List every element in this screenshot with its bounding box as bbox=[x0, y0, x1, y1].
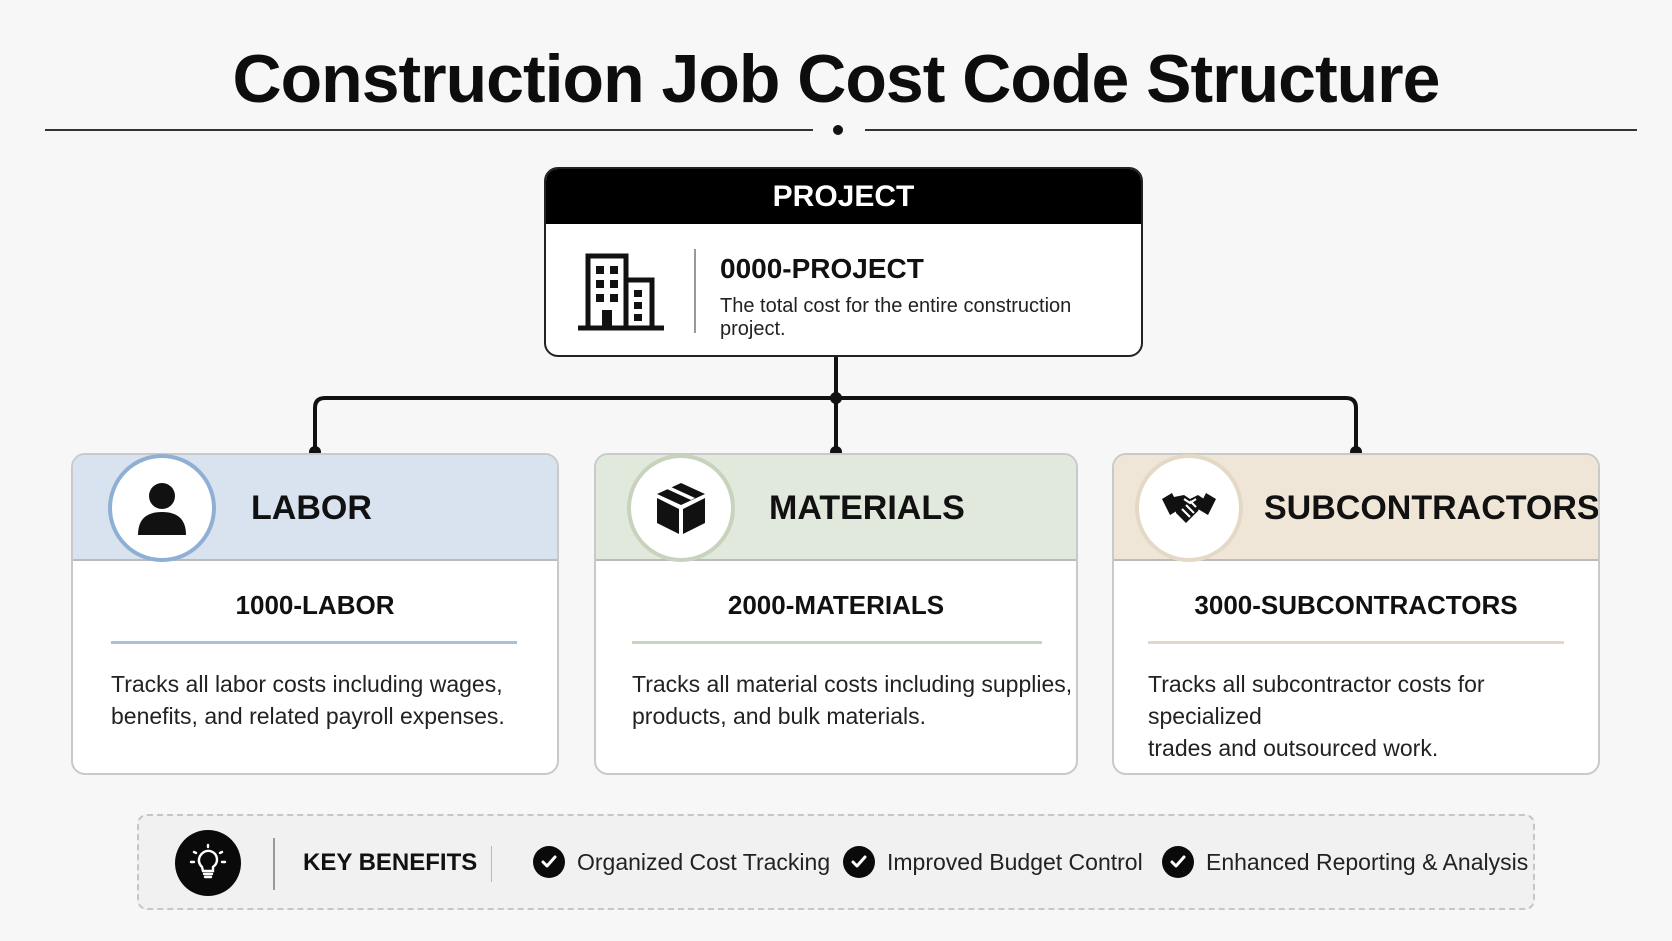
materials-title: MATERIALS bbox=[769, 489, 965, 527]
key-benefits-bar: KEY BENEFITS Organized Cost Tracking Imp… bbox=[137, 814, 1535, 910]
materials-description: Tracks all material costs including supp… bbox=[632, 671, 1073, 729]
check-icon bbox=[1162, 846, 1194, 878]
labor-divider bbox=[111, 641, 517, 644]
subcontractors-title: SUBCONTRACTORS bbox=[1264, 489, 1600, 527]
check-icon bbox=[533, 846, 565, 878]
project-description: The total cost for the entire constructi… bbox=[720, 295, 1072, 340]
lightbulb-icon bbox=[189, 843, 227, 879]
title-divider-dot bbox=[833, 125, 843, 135]
project-header: PROJECT bbox=[546, 169, 1141, 224]
benefit-item: Improved Budget Control bbox=[843, 846, 1143, 878]
labor-title: LABOR bbox=[251, 489, 372, 527]
project-separator bbox=[694, 249, 696, 333]
handshake-icon-badge bbox=[1135, 454, 1243, 562]
labor-code: 1000-LABOR bbox=[235, 590, 395, 620]
box-icon-badge bbox=[627, 454, 735, 562]
materials-code: 2000-MATERIALS bbox=[727, 590, 945, 620]
handshake-icon bbox=[1162, 493, 1216, 523]
project-node: PROJECT 0000-PROJECT The total cost for … bbox=[544, 167, 1143, 357]
title-divider-right bbox=[865, 129, 1637, 131]
person-icon-badge bbox=[108, 454, 216, 562]
lightbulb-icon-badge bbox=[175, 830, 241, 896]
building-icon bbox=[578, 253, 664, 331]
benefit-item: Organized Cost Tracking bbox=[533, 846, 830, 878]
materials-divider bbox=[632, 641, 1042, 644]
subcontractors-description: Tracks all subcontractor costs for speci… bbox=[1148, 671, 1485, 761]
benefit-item: Enhanced Reporting & Analysis bbox=[1162, 846, 1528, 878]
benefits-separator bbox=[273, 838, 275, 890]
check-icon bbox=[843, 846, 875, 878]
project-code: 0000-PROJECT bbox=[720, 253, 924, 284]
subcontractors-code: 3000-SUBCONTRACTORS bbox=[1194, 590, 1518, 620]
title-divider-left bbox=[45, 129, 813, 131]
person-icon bbox=[138, 483, 186, 535]
box-icon bbox=[657, 483, 705, 534]
labor-description: Tracks all labor costs including wages, … bbox=[111, 671, 505, 729]
subcontractors-divider bbox=[1148, 641, 1564, 644]
benefits-separator-light bbox=[491, 846, 492, 882]
page-title: Construction Job Cost Code Structure bbox=[232, 41, 1441, 117]
key-benefits-heading: KEY BENEFITS bbox=[303, 849, 478, 876]
